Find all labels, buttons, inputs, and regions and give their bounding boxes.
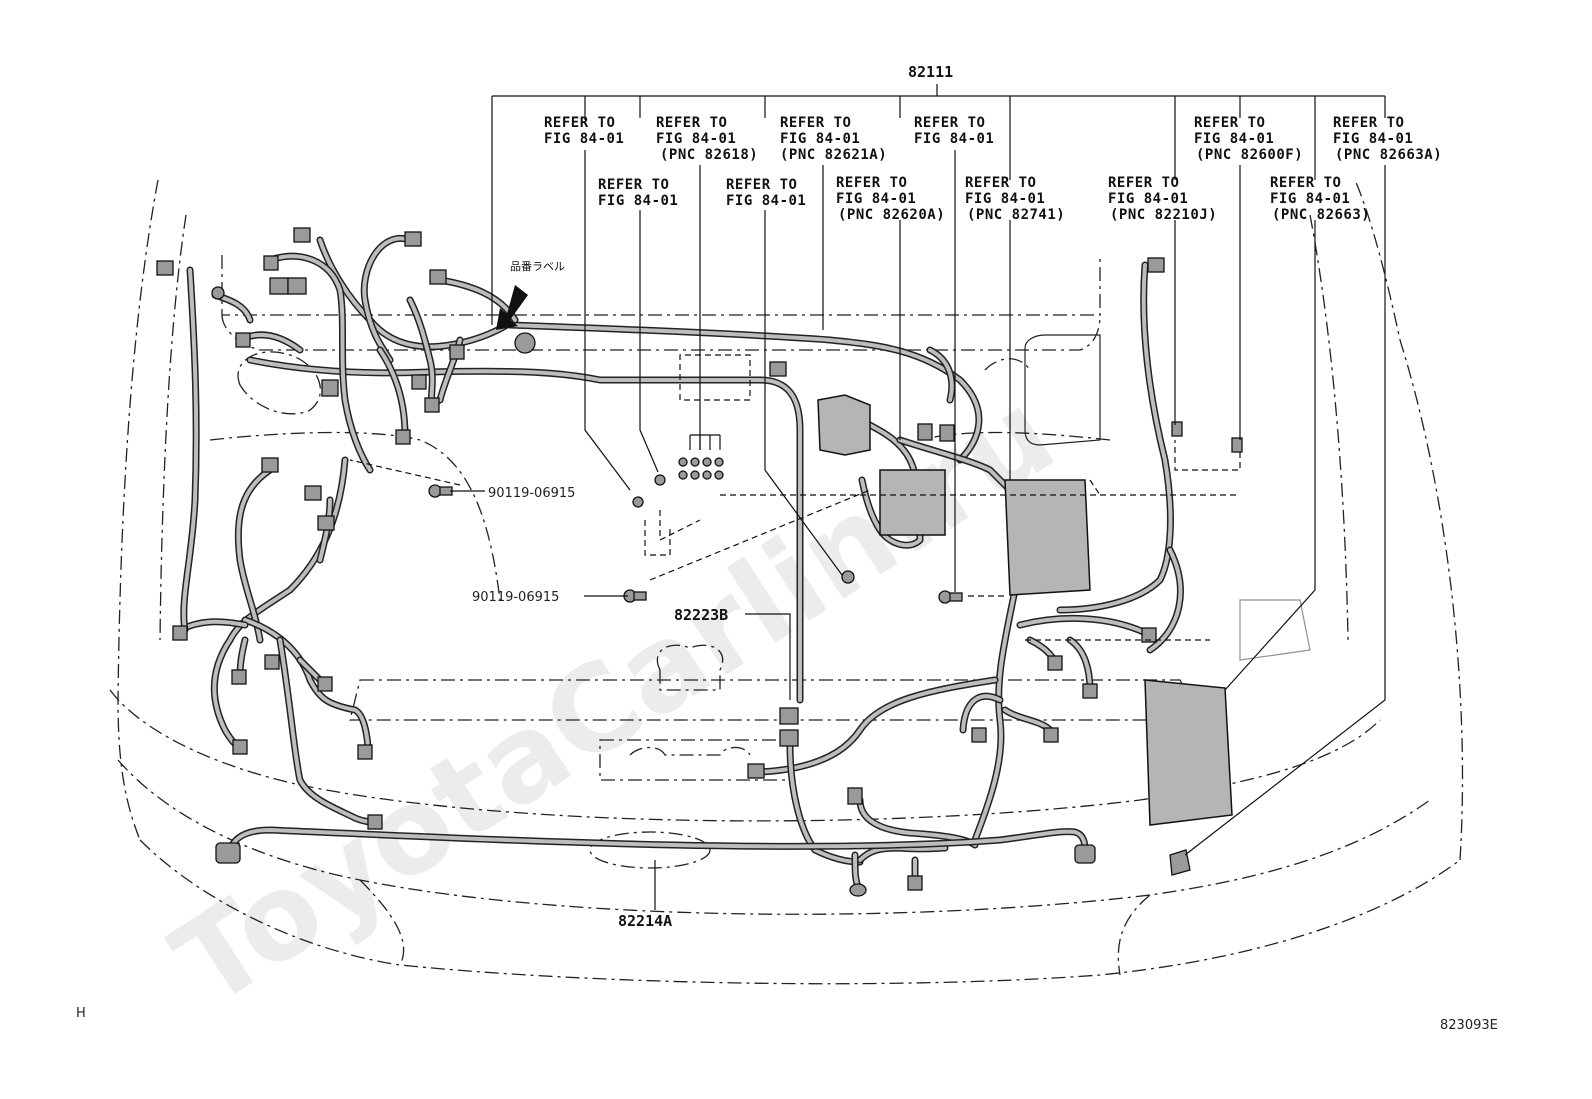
svg-text:REFER TO: REFER TO (544, 115, 615, 131)
svg-text:FIG 84-01: FIG 84-01 (914, 131, 994, 147)
refer-label-6: REFER TO FIG 84-01 (PNC 82663A) (1333, 115, 1442, 163)
refer-label-2: REFER TO FIG 84-01 (PNC 82618) (656, 115, 758, 163)
part-number-82111: 82111 (908, 63, 953, 81)
svg-text:(PNC 82663A): (PNC 82663A) (1335, 147, 1442, 163)
refer-label-9: REFER TO FIG 84-01 (PNC 82620A) (836, 175, 945, 223)
svg-text:FIG 84-01: FIG 84-01 (1333, 131, 1413, 147)
svg-text:REFER TO: REFER TO (914, 115, 985, 131)
svg-text:(PNC 82600F): (PNC 82600F) (1196, 147, 1303, 163)
svg-text:(PNC 82741): (PNC 82741) (967, 207, 1065, 223)
bolt-clips (428, 457, 963, 604)
svg-text:REFER TO: REFER TO (656, 115, 727, 131)
svg-text:FIG 84-01: FIG 84-01 (1194, 131, 1274, 147)
refer-label-5: REFER TO FIG 84-01 (PNC 82600F) (1194, 115, 1303, 163)
svg-text:(PNC 82621A): (PNC 82621A) (780, 147, 887, 163)
svg-text:FIG 84-01: FIG 84-01 (780, 131, 860, 147)
svg-text:FIG 84-01: FIG 84-01 (1270, 191, 1350, 207)
refer-label-10: REFER TO FIG 84-01 (PNC 82741) (965, 175, 1065, 223)
label-tag-text: 品番ラベル (510, 260, 565, 273)
label-tag-arrow (496, 285, 528, 330)
svg-text:(PNC 82210J): (PNC 82210J) (1110, 207, 1217, 223)
bolt-part-number-upper: 90119-06915 (488, 486, 575, 501)
svg-text:FIG 84-01: FIG 84-01 (598, 193, 678, 209)
refer-label-8: REFER TO FIG 84-01 (726, 177, 806, 209)
svg-text:REFER TO: REFER TO (1194, 115, 1265, 131)
svg-text:FIG 84-01: FIG 84-01 (1108, 191, 1188, 207)
svg-text:(PNC 82620A): (PNC 82620A) (838, 207, 945, 223)
svg-text:REFER TO: REFER TO (780, 115, 851, 131)
part-number-82214a: 82214A (618, 912, 672, 930)
svg-text:FIG 84-01: FIG 84-01 (836, 191, 916, 207)
svg-text:REFER TO: REFER TO (598, 177, 669, 193)
svg-text:REFER TO: REFER TO (1270, 175, 1341, 191)
leader-lines (349, 84, 1386, 910)
svg-text:FIG 84-01: FIG 84-01 (656, 131, 736, 147)
refer-label-12: REFER TO FIG 84-01 (PNC 82663) (1270, 175, 1370, 223)
figure-number: 823093E (1440, 1018, 1498, 1033)
refer-label-7: REFER TO FIG 84-01 (598, 177, 678, 209)
harness-connectors (156, 227, 1243, 897)
svg-text:FIG 84-01: FIG 84-01 (544, 131, 624, 147)
svg-text:REFER TO: REFER TO (836, 175, 907, 191)
corner-mark: H (76, 1006, 86, 1021)
refer-label-4: REFER TO FIG 84-01 (914, 115, 994, 147)
svg-text:(PNC 82663): (PNC 82663) (1272, 207, 1370, 223)
refer-label-1: REFER TO FIG 84-01 (544, 115, 624, 147)
refer-label-3: REFER TO FIG 84-01 (PNC 82621A) (780, 115, 887, 163)
part-labels: 82111 REFER TO FIG 84-01 REFER TO FIG 84… (76, 63, 1498, 1033)
svg-text:FIG 84-01: FIG 84-01 (965, 191, 1045, 207)
refer-label-11: REFER TO FIG 84-01 (PNC 82210J) (1108, 175, 1217, 223)
svg-text:REFER TO: REFER TO (1333, 115, 1404, 131)
svg-text:(PNC 82618): (PNC 82618) (660, 147, 758, 163)
svg-text:REFER TO: REFER TO (1108, 175, 1179, 191)
svg-text:REFER TO: REFER TO (726, 177, 797, 193)
part-number-82223b: 82223B (674, 606, 728, 624)
svg-text:REFER TO: REFER TO (965, 175, 1036, 191)
bolt-part-number-lower: 90119-06915 (472, 590, 559, 605)
relay-blocks (817, 334, 1233, 876)
engine-wire-harness (176, 234, 1184, 890)
svg-text:FIG 84-01: FIG 84-01 (726, 193, 806, 209)
